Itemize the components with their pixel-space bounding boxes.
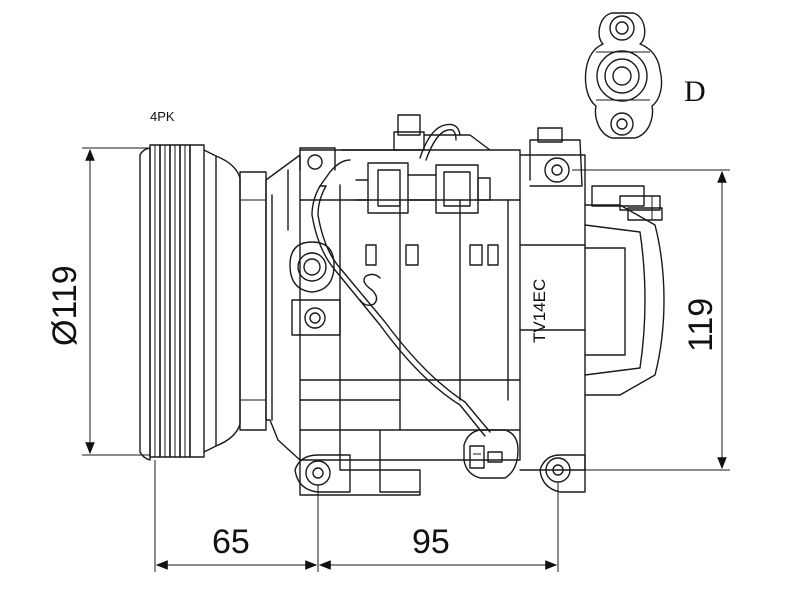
pulley-diameter-dimension: Ø119 <box>46 147 150 456</box>
height-value: 119 <box>682 298 720 352</box>
pulley-offset-dimension: 65 <box>154 460 319 572</box>
mount-spacing-dimension: 95 <box>318 482 559 572</box>
mount-spacing-value: 95 <box>412 523 450 561</box>
pulley-type-label: 4PK <box>150 109 175 124</box>
view-letter-label: D <box>684 75 706 108</box>
pulley-diameter-value: Ø119 <box>46 265 84 346</box>
pulley: 4PK <box>139 109 267 461</box>
flange-detail-view: D <box>584 12 706 139</box>
height-dimension: 119 <box>572 169 730 471</box>
model-label: TV14EC <box>530 279 549 343</box>
pulley-offset-value: 65 <box>212 523 250 561</box>
compressor-body: TV14EC <box>265 114 665 496</box>
